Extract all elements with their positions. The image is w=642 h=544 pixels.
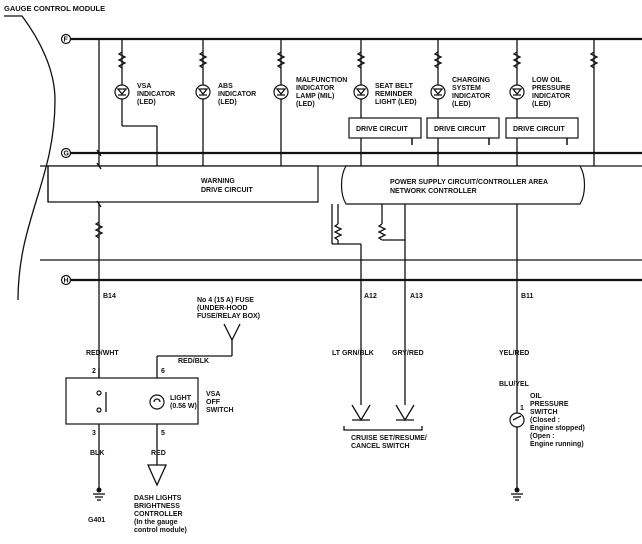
switch-pin-5: 5 <box>161 430 165 437</box>
charging-led-icon <box>430 84 446 100</box>
vsa-indicator-label: VSA INDICATOR (LED) <box>137 83 177 106</box>
drive-circuit-2-label: DRIVE CIRCUIT <box>434 126 486 133</box>
abs-led-icon <box>195 84 211 100</box>
rail-f: F <box>60 33 642 45</box>
oil-led-icon <box>509 84 525 100</box>
pin-a13: A13 <box>410 293 423 300</box>
dash-controller-label: DASH LIGHTS BRIGHTNESS CONTROLLER (In th… <box>134 495 187 534</box>
switch-pin-2: 2 <box>92 368 96 375</box>
ground-g401: G401 <box>88 487 105 524</box>
drive-circuit-3-label: DRIVE CIRCUIT <box>513 126 565 133</box>
cruise-resistors <box>331 204 518 490</box>
vsa-led-icon <box>114 84 130 100</box>
break-marks <box>96 149 102 208</box>
mil-led-icon <box>273 84 289 100</box>
wire-red-blk: RED/BLK <box>178 358 209 365</box>
wire-blk: BLK <box>90 450 104 457</box>
b14-resistor <box>94 221 104 239</box>
resistor-row <box>117 51 599 69</box>
wire-blu-yel: BLU/YEL <box>499 381 530 388</box>
rail-h: H <box>60 274 642 286</box>
dash-controller: DASH LIGHTS BRIGHTNESS CONTROLLER (In th… <box>134 464 187 534</box>
rail-f-label: F <box>64 37 69 44</box>
warning-drive-block: WARNING DRIVE CIRCUIT <box>47 165 319 203</box>
wire-red: RED <box>151 450 166 457</box>
rail-g-label: G <box>64 151 70 158</box>
warning-drive-label: WARNING DRIVE CIRCUIT <box>201 178 253 194</box>
pin-b14: B14 <box>103 293 116 300</box>
vsa-switch-label: VSA OFF SWITCH <box>206 391 234 414</box>
light-bulb-icon <box>149 394 165 410</box>
rail-h-label: H <box>64 278 69 285</box>
wire-red-wht: RED/WHT <box>86 350 119 357</box>
seatbelt-indicator-label: SEAT BELT REMINDER LIGHT (LED) <box>375 83 417 106</box>
fuse-label: No 4 (15 A) FUSE (UNDER-HOOD FUSE/RELAY … <box>197 297 260 320</box>
wire-yel-red: YEL/RED <box>499 350 529 357</box>
wire-lt-grn-blk: LT GRN/BLK <box>332 350 374 357</box>
oil-switch-label: OIL PRESSURE SWITCH (Closed : Engine sto… <box>530 393 587 448</box>
pin-b11: B11 <box>521 293 534 300</box>
drive-circuit-1-label: DRIVE CIRCUIT <box>356 126 408 133</box>
mil-indicator-label: MALFUNCTION INDICATOR LAMP (MIL) (LED) <box>296 77 349 108</box>
drive-circuits: DRIVE CIRCUIT DRIVE CIRCUIT DRIVE CIRCUI… <box>348 117 579 145</box>
cruise-switch: CRUISE SET/RESUME/ CANCEL SWITCH <box>343 404 429 450</box>
vsa-off-switch: 2 3 6 5 LIGHT (0.56 W) VSA OFF SWITCH <box>65 368 234 490</box>
cruise-switch-label: CRUISE SET/RESUME/ CANCEL SWITCH <box>351 435 429 450</box>
ground-label: G401 <box>88 517 105 524</box>
rail-g: G <box>60 147 642 159</box>
switch-pin-3: 3 <box>92 430 96 437</box>
indicator-labels: VSA INDICATOR (LED) ABS INDICATOR (LED) … <box>137 77 572 108</box>
abs-indicator-label: ABS INDICATOR (LED) <box>218 83 258 106</box>
switch-pin-6: 6 <box>161 368 165 375</box>
oil-pressure-switch: 1 OIL PRESSURE SWITCH (Closed : Engine s… <box>509 393 587 501</box>
power-supply-block: POWER SUPPLY CIRCUIT/CONTROLLER AREA NET… <box>340 165 586 205</box>
module-border <box>4 15 56 301</box>
fuse: No 4 (15 A) FUSE (UNDER-HOOD FUSE/RELAY … <box>156 297 260 378</box>
seatbelt-led-icon <box>353 84 369 100</box>
led-lamps <box>114 84 525 100</box>
oil-indicator-label: LOW OIL PRESSURE INDICATOR (LED) <box>532 77 572 108</box>
power-supply-label: POWER SUPPLY CIRCUIT/CONTROLLER AREA NET… <box>390 179 550 195</box>
oil-switch-pin-1: 1 <box>520 405 524 412</box>
pin-a12: A12 <box>364 293 377 300</box>
wire-gry-red: GRY/RED <box>392 350 424 357</box>
charging-indicator-label: CHARGING SYSTEM INDICATOR (LED) <box>452 77 492 108</box>
module-title: GAUGE CONTROL MODULE <box>4 4 105 13</box>
light-label: LIGHT (0.56 W) <box>170 395 197 410</box>
